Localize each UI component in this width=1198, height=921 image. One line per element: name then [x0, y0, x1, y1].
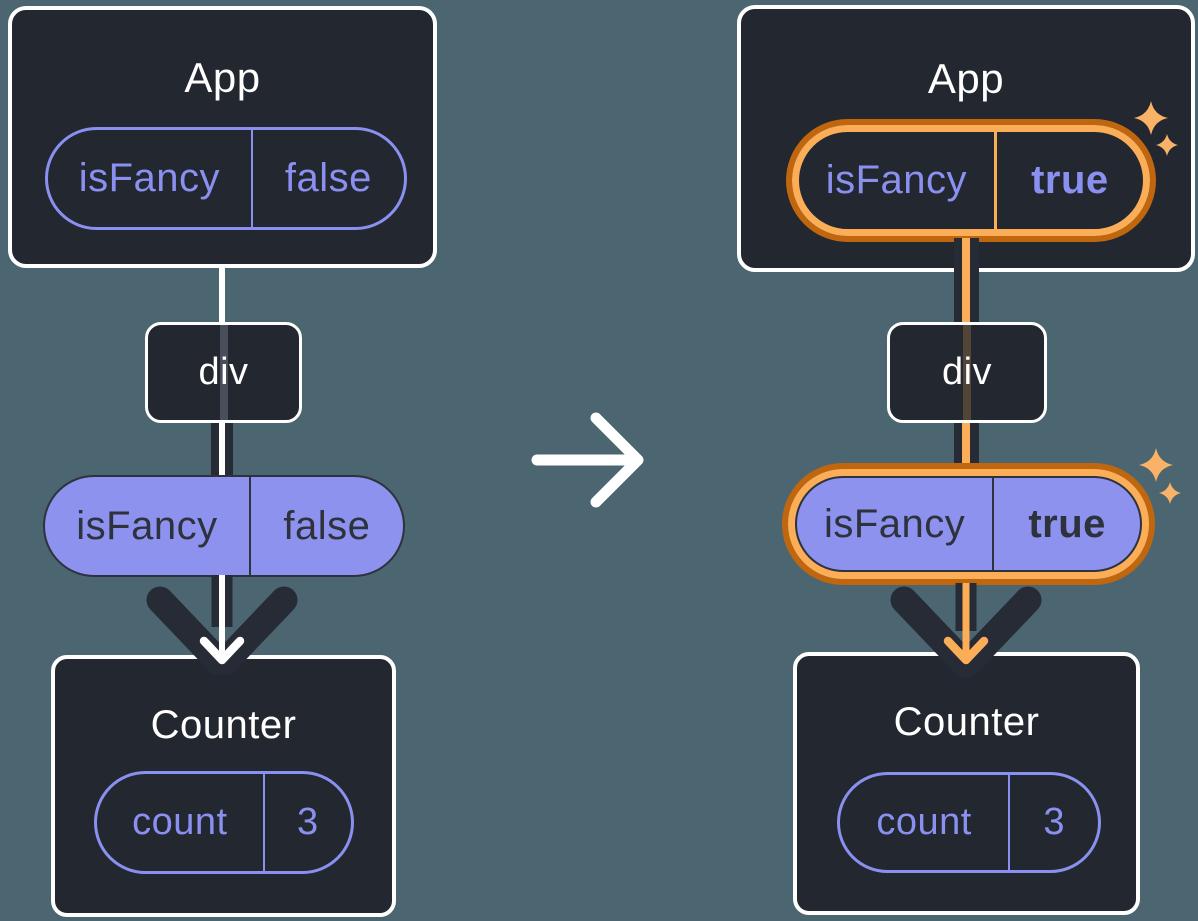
prop-name-label: isFancy — [797, 478, 995, 570]
connector-line — [962, 422, 970, 467]
connector-line — [219, 264, 225, 324]
counter-node: Counter count 3 — [793, 652, 1140, 915]
prop-value-label: false — [284, 156, 372, 200]
prop-name-label: isFancy — [799, 132, 997, 229]
prop-name-label: isFancy — [48, 130, 253, 227]
app-prop-pill: isFancy true — [792, 125, 1150, 236]
state-name-label: count — [97, 774, 265, 871]
right-arrow-icon — [531, 412, 644, 508]
passed-prop-pill: isFancy false — [43, 475, 405, 577]
counter-state-pill: count 3 — [837, 772, 1101, 873]
connector-line — [219, 422, 225, 477]
counter-node-title: Counter — [893, 700, 1040, 744]
div-node: div — [145, 322, 302, 423]
state-value-label: 3 — [1043, 801, 1065, 843]
prop-name-label: isFancy — [45, 477, 251, 575]
prop-value-label: true — [1031, 158, 1109, 202]
counter-node: Counter count 3 — [51, 655, 396, 917]
highlighted-prop-ring: isFancy true — [786, 119, 1156, 242]
div-node-title: div — [941, 351, 993, 393]
connector-pass-through — [963, 325, 971, 420]
down-arrow-icon — [890, 583, 1042, 679]
state-name-label: count — [840, 775, 1011, 870]
sparkle-icon — [1134, 101, 1178, 156]
counter-state-pill: count 3 — [94, 771, 354, 874]
app-node: App isFancy true — [737, 5, 1195, 272]
passed-prop-pill: isFancy true — [788, 469, 1149, 579]
connector-pass-through — [219, 325, 228, 420]
app-node-title: App — [184, 54, 261, 101]
connector-line — [962, 238, 970, 324]
highlighted-prop-ring: isFancy true — [782, 463, 1155, 585]
app-node: App isFancy false — [8, 6, 437, 268]
passed-prop-pill-fill: isFancy true — [795, 476, 1142, 572]
prop-value-label: true — [1028, 501, 1106, 546]
app-prop-pill: isFancy false — [45, 127, 407, 230]
sparkle-icon — [1139, 448, 1181, 504]
state-value-label: 3 — [296, 801, 319, 843]
div-node-title: div — [198, 351, 249, 393]
down-arrow-icon — [146, 575, 298, 675]
prop-value-label: false — [283, 503, 371, 548]
div-node: div — [887, 322, 1047, 423]
counter-node-title: Counter — [150, 703, 297, 747]
app-node-title: App — [927, 55, 1005, 102]
